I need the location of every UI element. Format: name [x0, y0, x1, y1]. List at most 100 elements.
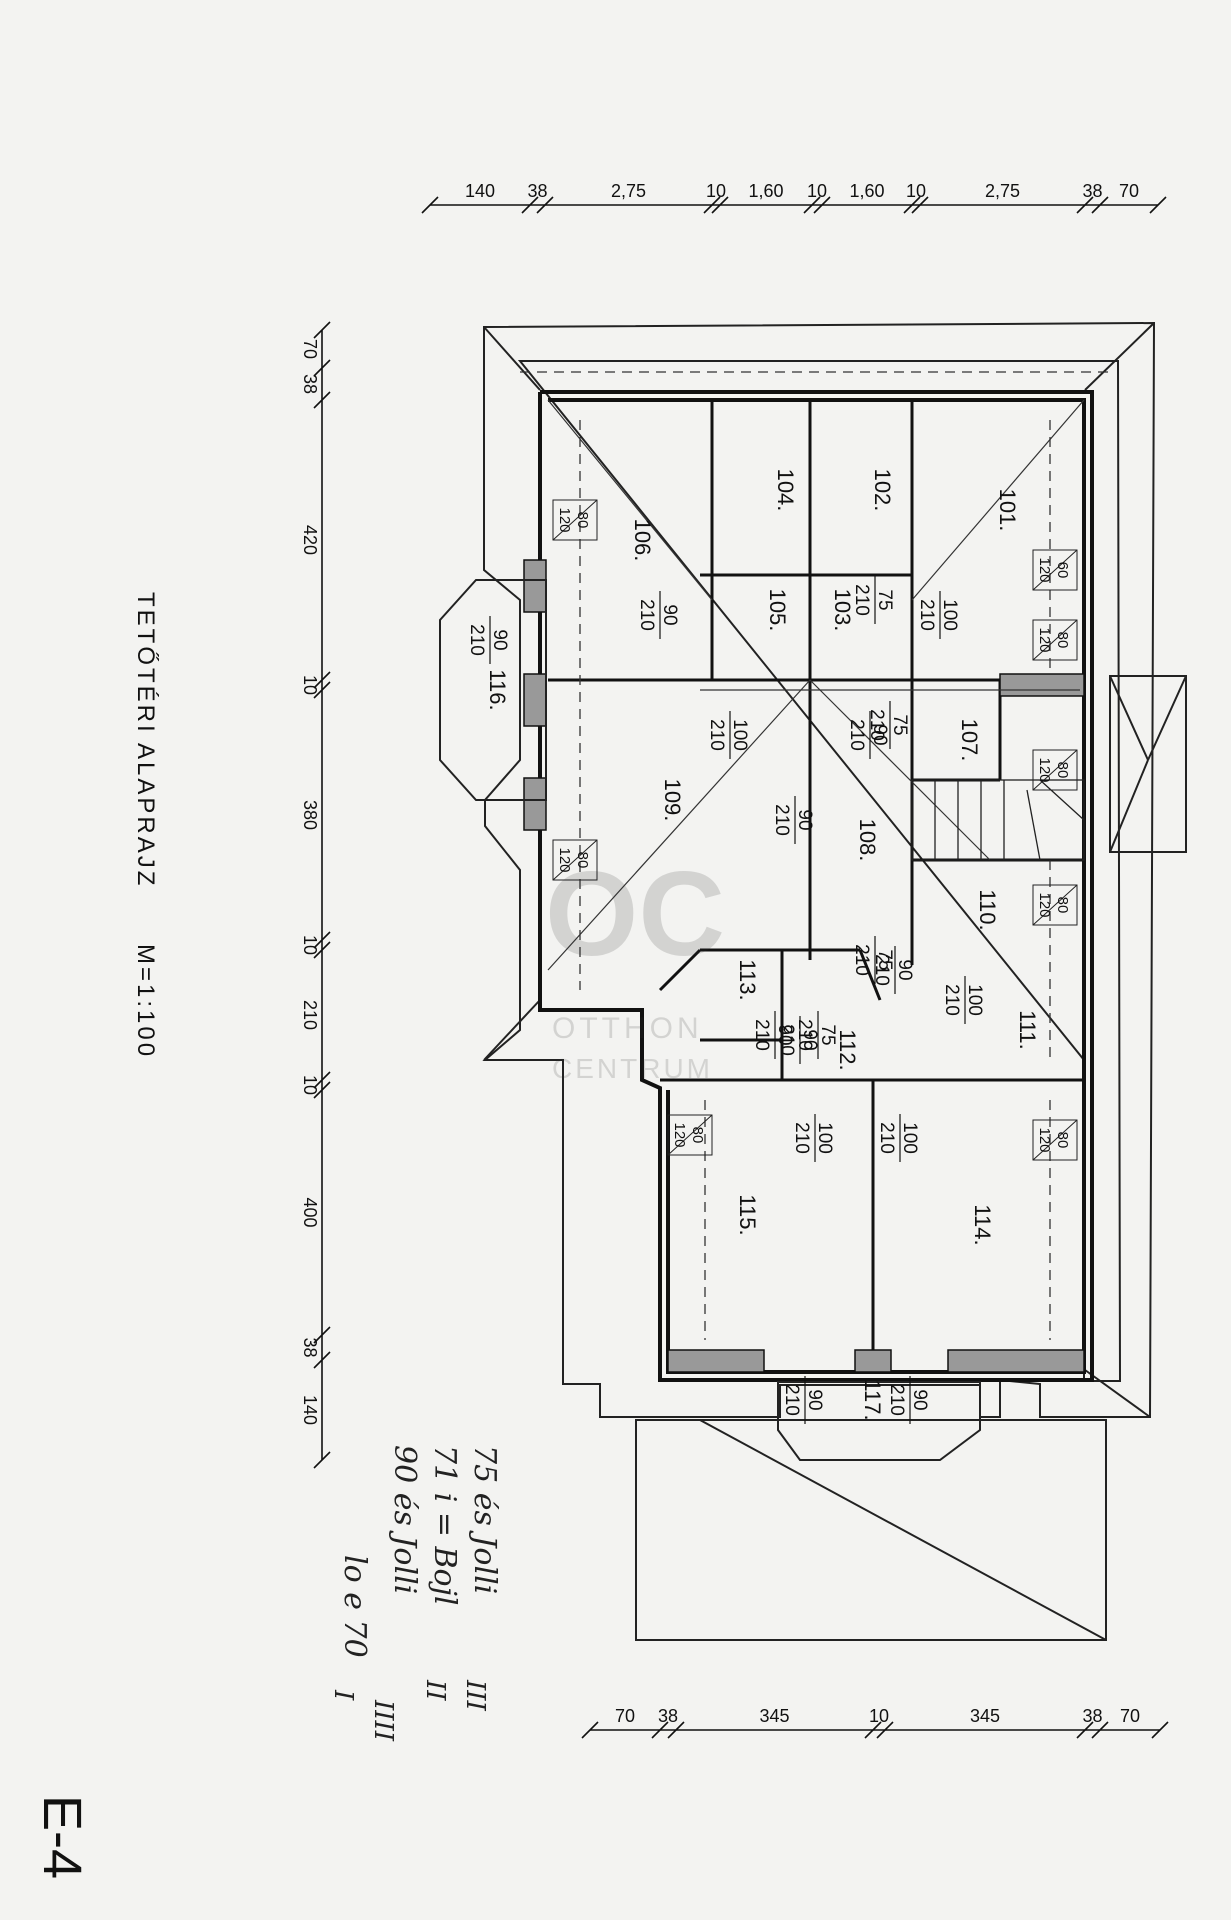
- door-height: 210: [751, 1019, 772, 1051]
- room-number: 114.: [970, 1204, 995, 1245]
- dimension-top-tick: [703, 196, 721, 214]
- dimension-left-tick: [313, 1081, 331, 1099]
- door-width: 90: [489, 629, 510, 650]
- door-width: 75: [874, 589, 895, 610]
- dimension-left-label: 400: [300, 1197, 320, 1227]
- door-height: 210: [851, 584, 872, 616]
- door-height: 210: [636, 599, 657, 631]
- dimension-top-tick: [536, 196, 554, 214]
- door-height: 210: [866, 709, 887, 741]
- window-box: [552, 499, 598, 541]
- room-number: 115.: [735, 1194, 760, 1235]
- door-width: 90: [909, 1389, 930, 1410]
- room-number: 108.: [855, 819, 880, 862]
- dimension-left-tick: [313, 391, 331, 409]
- dimension-left-tick: [313, 1326, 331, 1344]
- note-7: IIII: [368, 1699, 398, 1742]
- dimension-left-label: 10: [300, 1075, 320, 1095]
- window-width: 80: [574, 852, 591, 869]
- dimension-left-label: 420: [300, 525, 320, 555]
- floor-plan-drawing: OC OTTHON CENTRUM 140382,75101,60101,601…: [32, 181, 1187, 1879]
- handwritten-notes: 75 és Jolli 71 i = Bojl 90 és Jolli lo e…: [328, 1445, 502, 1742]
- dimension-bottom-label: 70: [615, 1706, 635, 1726]
- dimension-left-label: 70: [300, 339, 320, 359]
- dimension-left-label: 380: [300, 800, 320, 830]
- window-cross: [552, 839, 598, 881]
- room-number: 102.: [870, 469, 895, 512]
- window-box: [1032, 549, 1078, 591]
- plan-title: TETŐTÉRI ALAPRAJZ: [132, 592, 159, 888]
- dimension-left-tick: [313, 931, 331, 949]
- bay-windows: [439, 579, 981, 1461]
- window-cross: [1032, 749, 1078, 791]
- dimension-top-tick: [711, 196, 729, 214]
- room-number: 107.: [957, 719, 982, 762]
- door-width: 90: [869, 724, 890, 745]
- dimension-bottom-tick: [667, 1721, 685, 1739]
- dimension-left-tick: [313, 941, 331, 959]
- window-cross: [667, 1114, 713, 1156]
- dimension-top-label: 140: [465, 181, 495, 201]
- door-height: 210: [781, 1384, 802, 1416]
- room-number-labels: 101.102.103.104.105.106.107.108.109.110.…: [485, 469, 1040, 1421]
- room-number: 111.: [1015, 1010, 1040, 1050]
- dimension-top-label: 1,60: [849, 181, 884, 201]
- note-5: III: [460, 1679, 490, 1712]
- dimension-top-label: 1,60: [748, 181, 783, 201]
- window-cross: [1032, 549, 1078, 591]
- door-width: 90: [799, 1029, 820, 1050]
- room-number: 113.: [735, 959, 760, 1000]
- dimension-bottom-label: 38: [658, 1706, 678, 1726]
- door-height: 210: [941, 984, 962, 1016]
- note-4: lo e 70: [337, 1555, 372, 1658]
- door-width: 90: [804, 1389, 825, 1410]
- room-number: 104.: [773, 469, 798, 512]
- dimension-left-label: 140: [300, 1395, 320, 1425]
- room-number: 109.: [660, 779, 685, 822]
- window-width: 60: [1054, 562, 1071, 579]
- dimension-top-tick: [421, 196, 439, 214]
- dimension-top-label: 10: [807, 181, 827, 201]
- watermark-name: OTTHON: [552, 1012, 703, 1045]
- door-height: 210: [466, 624, 487, 656]
- door-height: 210: [771, 804, 792, 836]
- dimension-left-label: 38: [300, 1337, 320, 1357]
- room-number: 117.: [860, 1379, 885, 1420]
- dimension-left-tick: [313, 1351, 331, 1369]
- window-width: 80: [1054, 762, 1071, 779]
- dimension-top-tick: [813, 196, 831, 214]
- room-number: 101.: [995, 489, 1020, 532]
- dimension-top-tick: [903, 196, 921, 214]
- window-width: 80: [1054, 1132, 1071, 1149]
- door-height: 210: [791, 1122, 812, 1154]
- watermark-logo: OC: [545, 847, 725, 981]
- hatched-wall-segments: [523, 559, 1085, 1373]
- dimension-left-label: 210: [300, 1000, 320, 1030]
- window-cross: [1032, 1119, 1078, 1161]
- window-height: 120: [1036, 557, 1053, 582]
- room-number: 116.: [485, 669, 510, 710]
- door-width: 90: [774, 1024, 795, 1045]
- door-height: 210: [916, 599, 937, 631]
- sheet-mark: E-4: [32, 1795, 92, 1879]
- window-box: [552, 839, 598, 881]
- note-3: 90 és Jolli: [387, 1445, 422, 1594]
- dimension-bottom-label: 38: [1082, 1706, 1102, 1726]
- window-box: [1032, 749, 1078, 791]
